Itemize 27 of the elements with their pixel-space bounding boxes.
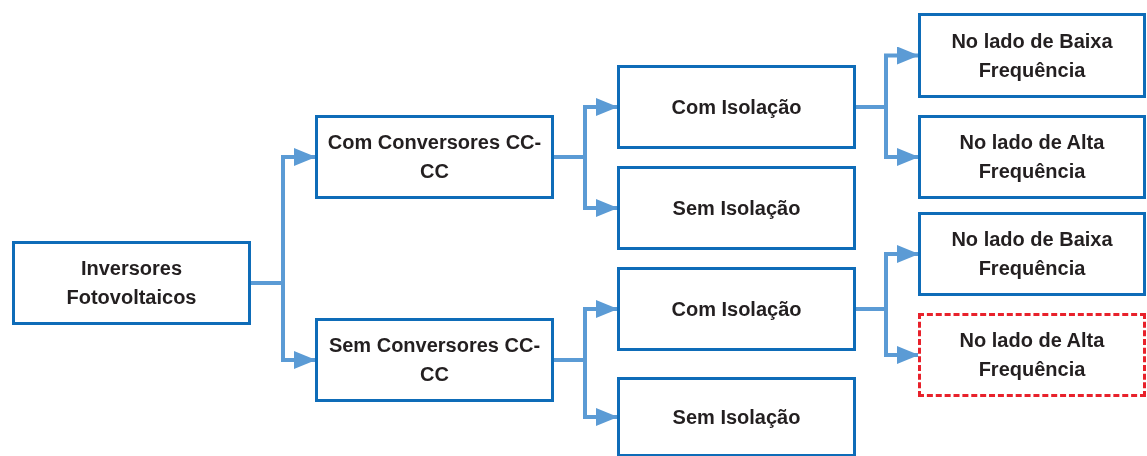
process-box xyxy=(617,377,856,456)
box-label: Sem Isolação xyxy=(672,404,801,430)
process-box xyxy=(315,115,554,199)
process-box xyxy=(918,313,1146,397)
box-label: Sem Isolação xyxy=(672,195,801,221)
process-box xyxy=(918,13,1146,98)
arrow xyxy=(554,358,618,426)
box-label: Sem Conversores CC-CC xyxy=(327,333,542,387)
process-box xyxy=(617,65,856,149)
process-box xyxy=(918,212,1146,296)
box-label: Com Isolação xyxy=(671,296,802,322)
process-box xyxy=(617,267,856,351)
arrow xyxy=(251,281,316,369)
box-label: Inversores Fotovoltaicos xyxy=(65,256,198,310)
box-label: No lado de Baixa Frequência xyxy=(950,28,1114,83)
arrow xyxy=(554,155,618,217)
process-box xyxy=(617,166,856,250)
arrow xyxy=(856,105,919,166)
process-box xyxy=(12,241,251,325)
box-label: Com Isolação xyxy=(671,94,802,120)
process-box xyxy=(315,318,554,402)
box-label: Com Conversores CC-CC xyxy=(326,130,543,184)
arrow xyxy=(856,307,919,364)
box-label: No lado de Alta Frequência xyxy=(958,130,1106,184)
box-label: No lado de Baixa Frequência xyxy=(950,227,1114,281)
box-label: No lado de Alta Frequência xyxy=(958,328,1106,382)
process-box xyxy=(918,115,1146,199)
